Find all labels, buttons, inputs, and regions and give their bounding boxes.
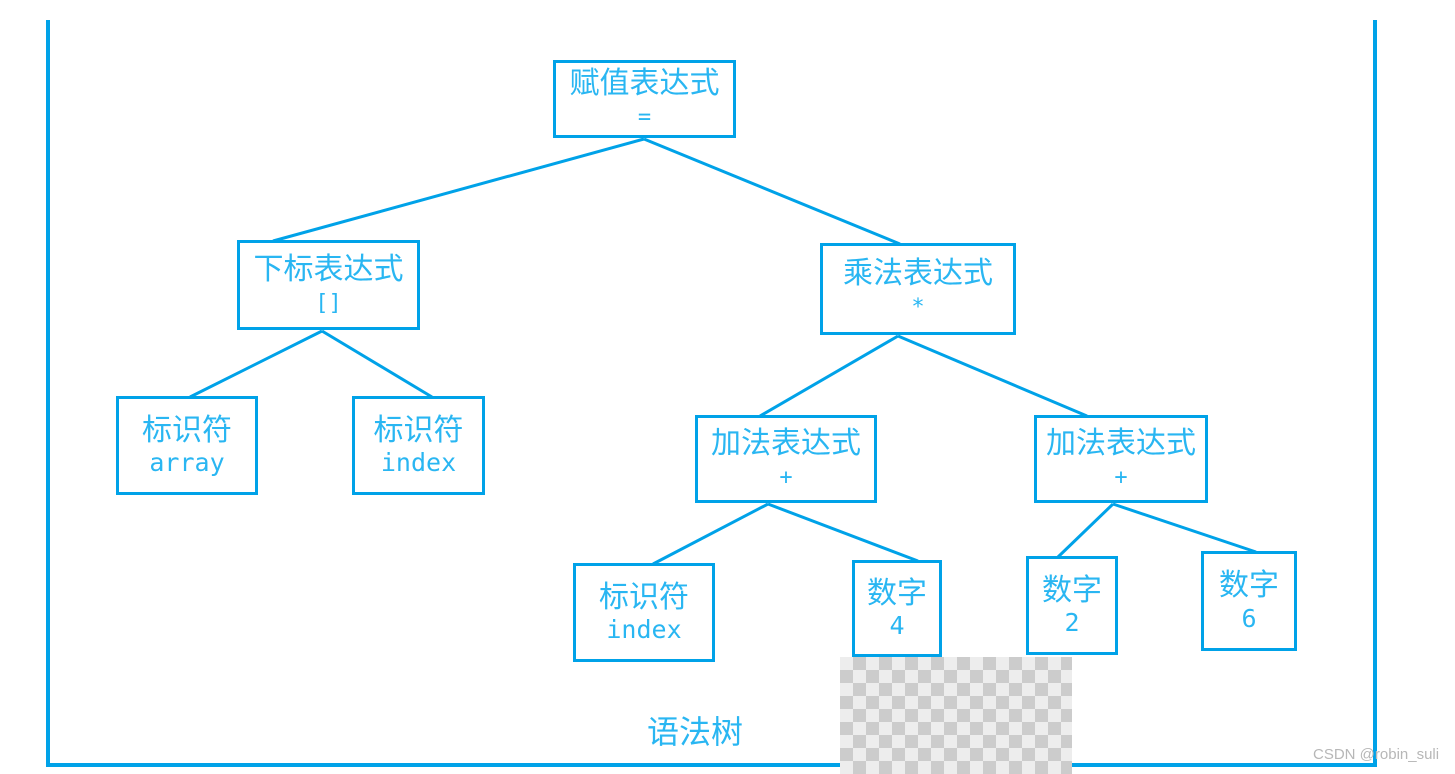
frame-right-border (1373, 20, 1377, 767)
node-label: 数字 (867, 576, 927, 610)
edge-add-left-to-ident-index-2 (652, 502, 769, 566)
node-sublabel: array (149, 448, 225, 478)
node-label: 赋值表达式 (569, 66, 720, 100)
node-label: 标识符 (599, 580, 689, 614)
edge-assign-to-multiply (643, 137, 901, 246)
node-sublabel: 2 (1064, 608, 1080, 638)
node-label: 标识符 (373, 413, 464, 447)
node-subscript[interactable]: 下标表达式 [] (237, 240, 420, 330)
edge-subscript-to-ident-array (189, 329, 323, 399)
edge-add-left-to-num-4 (767, 502, 919, 563)
node-label: 乘法表达式 (843, 256, 993, 290)
edge-subscript-to-ident-index-1 (321, 329, 433, 399)
csdn-watermark: CSDN @robin_suli (1313, 746, 1440, 763)
node-sublabel: index (606, 615, 682, 645)
edge-add-right-to-num-6 (1112, 502, 1257, 554)
node-label: 加法表达式 (1046, 426, 1196, 460)
node-add-right[interactable]: 加法表达式 + (1034, 415, 1208, 503)
node-label: 标识符 (142, 413, 232, 447)
node-sublabel: * (911, 295, 925, 321)
node-sublabel: 4 (889, 611, 905, 641)
frame-bottom-border (46, 763, 1377, 767)
node-multiply[interactable]: 乘法表达式 * (820, 243, 1016, 335)
diagram-caption: 语法树 (646, 714, 743, 750)
frame-left-border (46, 20, 50, 767)
edge-multiply-to-add-left (759, 334, 899, 418)
node-sublabel: [] (315, 291, 342, 317)
transparency-checkerboard-overlay (840, 657, 1072, 774)
node-sublabel: index (380, 448, 457, 478)
node-label: 加法表达式 (711, 426, 861, 460)
node-sublabel: 6 (1241, 603, 1257, 633)
node-assign[interactable]: 赋值表达式 = (553, 60, 736, 138)
node-sublabel: + (779, 465, 793, 491)
edge-assign-to-subscript (272, 137, 645, 243)
node-sublabel: + (1114, 465, 1128, 491)
node-label: 下标表达式 (253, 252, 404, 286)
node-label: 数字 (1219, 569, 1279, 603)
node-label: 数字 (1042, 573, 1102, 607)
node-add-left[interactable]: 加法表达式 + (695, 415, 877, 503)
edge-multiply-to-add-right (897, 334, 1088, 418)
edge-add-right-to-num-2 (1056, 502, 1115, 559)
node-sublabel: = (637, 105, 652, 131)
